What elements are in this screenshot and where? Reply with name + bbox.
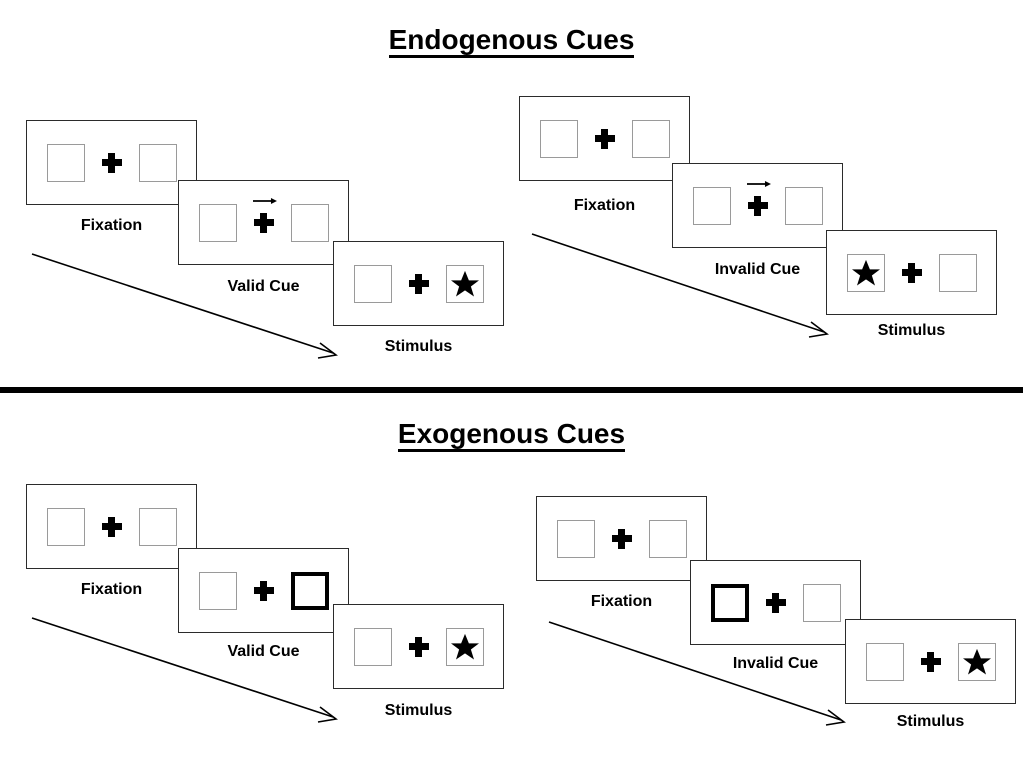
plus-icon xyxy=(611,528,632,549)
section-title-exogenous: Exogenous Cues xyxy=(0,418,1023,453)
panel-endogenous-invalid-stimulus xyxy=(826,230,997,315)
right-box xyxy=(290,203,329,242)
plus-icon xyxy=(101,152,122,173)
right-box xyxy=(784,186,823,225)
left-box xyxy=(198,571,237,610)
panel-exogenous-valid-cue xyxy=(178,548,349,633)
caption-endogenous-invalid-stimulus: Stimulus xyxy=(877,322,946,339)
panel-exogenous-invalid-stimulus xyxy=(845,619,1016,704)
panel-exogenous-valid-fixation xyxy=(26,484,197,569)
panel-exogenous-invalid-cue xyxy=(690,560,861,645)
caption-exogenous-invalid-stimulus: Stimulus xyxy=(896,713,965,730)
section-divider xyxy=(0,387,1023,393)
panel-content xyxy=(353,627,484,666)
panel-content xyxy=(846,253,977,292)
diagonal-arrow-icon-endogenous-valid xyxy=(31,253,338,359)
panel-content xyxy=(692,180,823,225)
panel-content xyxy=(46,143,177,182)
panel-exogenous-valid-stimulus xyxy=(333,604,504,689)
caption-endogenous-invalid-cue: Invalid Cue xyxy=(714,261,801,278)
star-icon xyxy=(962,648,991,674)
panel-endogenous-invalid-fixation xyxy=(519,96,690,181)
plus-icon xyxy=(746,180,771,216)
left-box xyxy=(692,186,731,225)
right-box xyxy=(957,642,996,681)
right-box xyxy=(938,253,977,292)
left-box-highlighted xyxy=(710,583,749,622)
caption-endogenous-valid-stimulus: Stimulus xyxy=(384,338,453,355)
plus-icon xyxy=(252,197,277,233)
left-box xyxy=(865,642,904,681)
caption-exogenous-invalid-cue: Invalid Cue xyxy=(732,655,819,672)
right-box xyxy=(802,583,841,622)
left-box xyxy=(198,203,237,242)
arrow-right-icon xyxy=(252,197,277,204)
right-box xyxy=(631,119,670,158)
arrow-right-icon xyxy=(746,180,771,187)
panel-content xyxy=(710,583,841,622)
left-box xyxy=(539,119,578,158)
caption-exogenous-valid-stimulus: Stimulus xyxy=(384,702,453,719)
panel-endogenous-invalid-cue xyxy=(672,163,843,248)
left-box xyxy=(353,627,392,666)
plus-icon xyxy=(765,592,786,613)
panel-endogenous-valid-fixation xyxy=(26,120,197,205)
left-box xyxy=(556,519,595,558)
right-box xyxy=(138,507,177,546)
panel-content xyxy=(539,119,670,158)
left-box xyxy=(46,143,85,182)
caption-exogenous-valid-cue: Valid Cue xyxy=(227,643,300,660)
section-title-endogenous: Endogenous Cues xyxy=(0,24,1023,59)
plus-icon xyxy=(594,128,615,149)
right-box xyxy=(138,143,177,182)
plus-icon xyxy=(408,636,429,657)
left-box xyxy=(846,253,885,292)
left-box xyxy=(46,507,85,546)
plus-icon xyxy=(253,580,274,601)
star-icon xyxy=(851,259,880,285)
plus-icon xyxy=(920,651,941,672)
section-title-endogenous-text: Endogenous Cues xyxy=(388,25,635,59)
panel-content xyxy=(46,507,177,546)
panel-content xyxy=(198,197,329,242)
right-box-highlighted xyxy=(290,571,329,610)
caption-exogenous-valid-fixation: Fixation xyxy=(80,581,143,598)
right-box xyxy=(648,519,687,558)
plus-icon xyxy=(408,273,429,294)
caption-endogenous-valid-cue: Valid Cue xyxy=(227,278,300,295)
section-title-exogenous-text: Exogenous Cues xyxy=(397,419,626,453)
star-icon xyxy=(450,633,479,659)
panel-exogenous-invalid-fixation xyxy=(536,496,707,581)
panel-content xyxy=(865,642,996,681)
left-box xyxy=(353,264,392,303)
panel-endogenous-valid-stimulus xyxy=(333,241,504,326)
panel-endogenous-valid-cue xyxy=(178,180,349,265)
plus-icon xyxy=(101,516,122,537)
panel-content xyxy=(198,571,329,610)
plus-icon xyxy=(901,262,922,283)
caption-exogenous-invalid-fixation: Fixation xyxy=(590,593,653,610)
caption-endogenous-invalid-fixation: Fixation xyxy=(573,197,636,214)
caption-endogenous-valid-fixation: Fixation xyxy=(80,217,143,234)
panel-content xyxy=(556,519,687,558)
right-box xyxy=(445,264,484,303)
star-icon xyxy=(450,270,479,296)
right-box xyxy=(445,627,484,666)
panel-content xyxy=(353,264,484,303)
